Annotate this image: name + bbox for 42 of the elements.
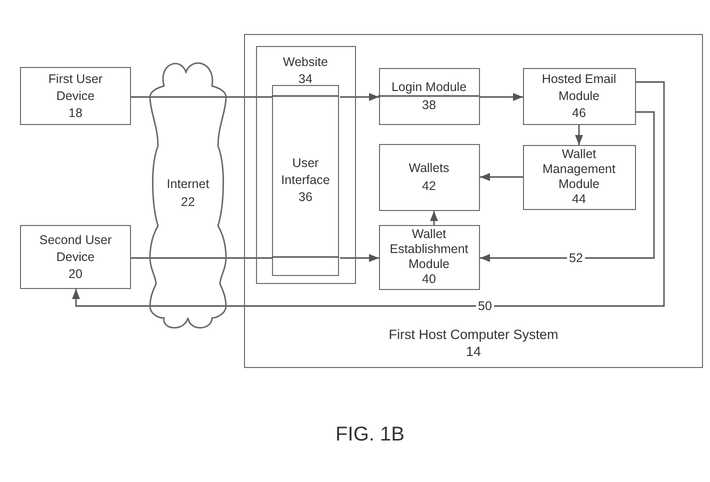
reference-numeral: 14 — [466, 343, 482, 360]
node-label: First Host Computer System — [388, 326, 558, 343]
arrow — [340, 254, 379, 262]
interface-box — [272, 85, 339, 276]
node-label: First User Device — [47, 70, 104, 104]
node-label: Hosted Email Module — [540, 70, 618, 104]
node-label: Wallets — [408, 160, 450, 177]
reference-numeral: 22 — [181, 194, 195, 211]
reference-numeral: 34 — [298, 70, 312, 88]
system-boundary — [244, 34, 703, 368]
arrow — [72, 289, 150, 307]
node-label: Second User Device — [38, 232, 113, 266]
node-label: Wallet Establishment Module — [388, 227, 470, 272]
figure-caption: FIG. 1B — [336, 424, 404, 446]
module-box — [378, 68, 480, 124]
reference-numeral: 38 — [422, 97, 436, 114]
reference-numeral: 18 — [68, 104, 82, 122]
reference-numeral: 36 — [298, 189, 312, 206]
node-label: Wallet Management Module — [542, 147, 616, 192]
node-label: Login Module — [391, 79, 467, 96]
arrow — [480, 173, 523, 181]
arrow — [480, 111, 655, 262]
reference-numeral: 46 — [572, 104, 586, 122]
reference-numeral: 40 — [422, 272, 436, 287]
reference-numeral: 20 — [68, 266, 82, 282]
arrow — [480, 93, 523, 101]
node-label: Website — [283, 54, 328, 70]
module-box — [522, 68, 636, 124]
module-box — [522, 144, 636, 210]
device-box — [20, 67, 131, 125]
arrow — [340, 93, 379, 101]
node-label: User Interface — [280, 155, 331, 189]
edge-label: 52 — [567, 251, 585, 265]
website-box — [256, 46, 356, 284]
module-box — [378, 144, 480, 210]
reference-numeral: 42 — [422, 178, 436, 195]
module-box — [378, 224, 480, 290]
arrow — [575, 125, 583, 145]
arrow — [430, 211, 438, 225]
reference-numeral: 44 — [572, 192, 586, 207]
node-label: Internet — [166, 176, 210, 193]
device-box — [20, 225, 131, 289]
